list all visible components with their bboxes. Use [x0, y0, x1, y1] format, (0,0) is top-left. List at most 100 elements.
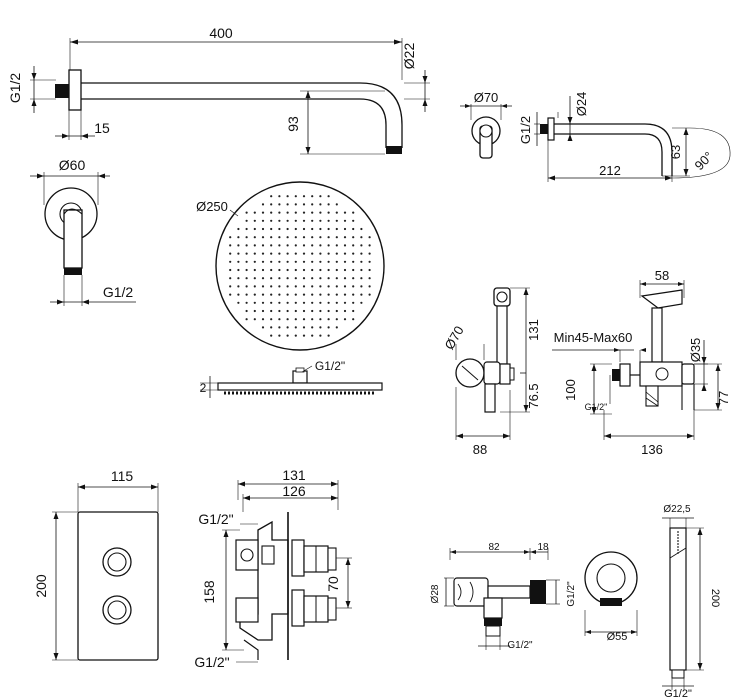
- nozzle-dot: [237, 293, 240, 296]
- arm-length-label: 400: [209, 25, 233, 41]
- nozzle-dot: [327, 309, 330, 313]
- nozzle-dot: [294, 334, 297, 337]
- nozzle-dot: [270, 326, 273, 329]
- nozzle-dot: [261, 219, 265, 222]
- tub-spout-views: Ø70 Ø24 G1/2 63 90°: [460, 90, 731, 182]
- nozzle-dot: [319, 268, 322, 272]
- nozzle-dot: [286, 293, 289, 296]
- bidet-mixer-side-view: 58 Min45-Max60 Ø35: [552, 268, 731, 457]
- nozzle-dot: [294, 318, 297, 321]
- nozzle-dot: [327, 244, 330, 247]
- nozzle-dot: [352, 211, 355, 214]
- bidet-top-label: 58: [655, 268, 669, 283]
- nozzle-dot: [253, 318, 256, 321]
- nozzle-dot: [352, 244, 355, 247]
- nozzle-dot: [245, 285, 248, 288]
- nozzle-dot: [245, 211, 248, 214]
- wall-outlet-front-view: Ø55: [584, 551, 638, 643]
- nozzle-dot: [327, 326, 330, 329]
- nozzle-dot: [368, 260, 371, 263]
- nozzle-dot: [368, 293, 371, 296]
- spout-angle-label: 90°: [692, 149, 717, 174]
- head-thread-label: G1/2": [315, 359, 345, 373]
- nozzle-dot: [286, 285, 289, 288]
- nozzle-dot: [319, 318, 322, 321]
- nozzle-dot: [237, 285, 240, 288]
- nozzle-dot: [286, 252, 289, 255]
- arm-wall-gap-label: 15: [94, 120, 110, 136]
- concealed-valve-side-view: 131 126 G1/2" 158: [194, 467, 352, 670]
- nozzle-dot: [343, 219, 347, 222]
- nozzle-dot: [360, 236, 363, 239]
- nozzle-dot: [245, 293, 248, 296]
- nozzle-dot: [352, 318, 355, 321]
- nozzle-dot: [245, 277, 248, 280]
- nozzle-dot: [229, 293, 232, 296]
- nozzle-dot: [286, 268, 289, 272]
- nozzle-dot: [343, 285, 347, 288]
- nozzle-dot: [360, 293, 363, 296]
- nozzle-dot: [245, 219, 248, 222]
- nozzle-dot: [311, 195, 314, 198]
- nozzle-dot: [294, 309, 297, 313]
- nozzle-dot: [253, 301, 256, 304]
- valve-thread-bottom-label: G1/2": [194, 654, 229, 670]
- nozzle-dot: [335, 277, 338, 280]
- nozzle-dot: [253, 236, 256, 239]
- nozzle-dot: [229, 236, 232, 239]
- nozzle-dot: [261, 326, 265, 329]
- nozzle-dot: [253, 293, 256, 296]
- nozzle-dot: [302, 318, 306, 321]
- nozzle-dot: [311, 318, 314, 321]
- nozzle-dot: [360, 252, 363, 255]
- nozzle-dot: [343, 318, 347, 321]
- nozzle-dot: [278, 301, 281, 304]
- nozzle-dot: [327, 285, 330, 288]
- plate-height-label: 200: [33, 574, 49, 598]
- nozzle-dot: [327, 211, 330, 214]
- nozzle-dot: [360, 227, 363, 231]
- nozzle-dot: [311, 252, 314, 255]
- nozzle-dot: [319, 252, 322, 255]
- nozzle-dot: [237, 244, 240, 247]
- nozzle-dot: [302, 252, 306, 255]
- hand-nozzle-dot: [677, 540, 679, 542]
- nozzle-dot: [302, 260, 306, 263]
- nozzle-dot: [294, 244, 297, 247]
- nozzle-dot: [278, 318, 281, 321]
- nozzle-dot: [319, 227, 322, 231]
- nozzle-dot: [302, 326, 306, 329]
- nozzle-dot: [278, 211, 281, 214]
- nozzle-dot: [261, 260, 265, 263]
- nozzle-dot: [261, 309, 265, 313]
- nozzle-dot: [261, 293, 265, 296]
- nozzle-dot: [368, 252, 371, 255]
- nozzle-dot: [270, 285, 273, 288]
- nozzle-dot: [302, 244, 306, 247]
- nozzle-dot: [319, 236, 322, 239]
- hand-shower-side-view: Ø22,5 200 G1/2": [662, 504, 721, 700]
- nozzle-dot: [253, 244, 256, 247]
- nozzle-dot: [319, 219, 322, 222]
- nozzle-dot: [286, 211, 289, 214]
- nozzle-dot: [286, 227, 289, 231]
- nozzle-dot: [335, 293, 338, 296]
- nozzle-dot: [335, 260, 338, 263]
- nozzle-dot: [245, 268, 248, 272]
- nozzle-dot: [253, 219, 256, 222]
- nozzle-dot: [270, 195, 273, 198]
- nozzle-dot: [335, 227, 338, 231]
- nozzle-dot: [278, 309, 281, 313]
- nozzle-dot: [319, 211, 322, 214]
- hand-diameter-label: Ø22,5: [663, 504, 691, 515]
- nozzle-dot: [237, 268, 240, 272]
- hand-nozzle-dot: [677, 537, 679, 539]
- nozzle-dot: [343, 277, 347, 280]
- nozzle-dot: [229, 285, 232, 288]
- nozzle-dot: [360, 268, 363, 272]
- nozzle-dot: [286, 326, 289, 329]
- nozzle-dot: [319, 195, 322, 198]
- nozzle-dot: [270, 236, 273, 239]
- nozzle-dot: [261, 236, 265, 239]
